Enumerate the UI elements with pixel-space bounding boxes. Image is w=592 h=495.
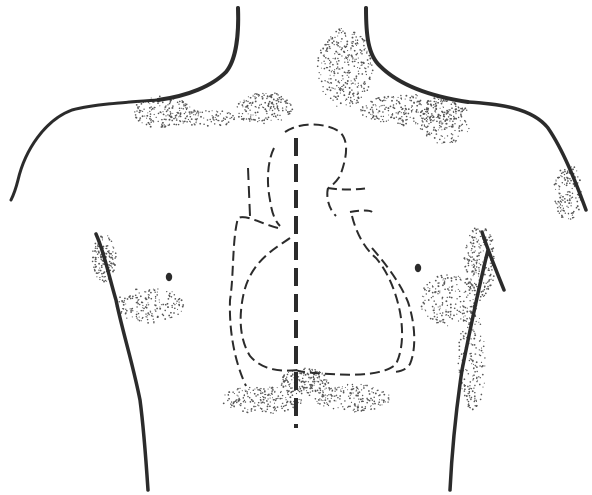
torso-right-side-contour (450, 232, 504, 490)
neck-right-contour (366, 8, 468, 102)
nipple-left (166, 273, 172, 281)
left-heart-border (296, 216, 402, 375)
vertical-line-left (248, 168, 250, 216)
stipple-left-clavicle (169, 110, 245, 127)
right-heart-border (241, 238, 298, 371)
stipple-neck-right (317, 28, 374, 107)
shoulder-right-contour (468, 102, 586, 210)
great-vessels-outline (327, 188, 372, 216)
pericardium-outline (372, 248, 414, 372)
stipple-left-pectoral (116, 288, 185, 323)
organ-outlines (230, 125, 414, 429)
nipple-right (415, 264, 421, 272)
stipple-sternal-notch (237, 92, 294, 124)
stipple-xiphoid-left (223, 387, 302, 414)
vessel-left-outline (268, 148, 280, 226)
neck-left-contour (158, 8, 238, 100)
stipple-shading (92, 28, 583, 414)
